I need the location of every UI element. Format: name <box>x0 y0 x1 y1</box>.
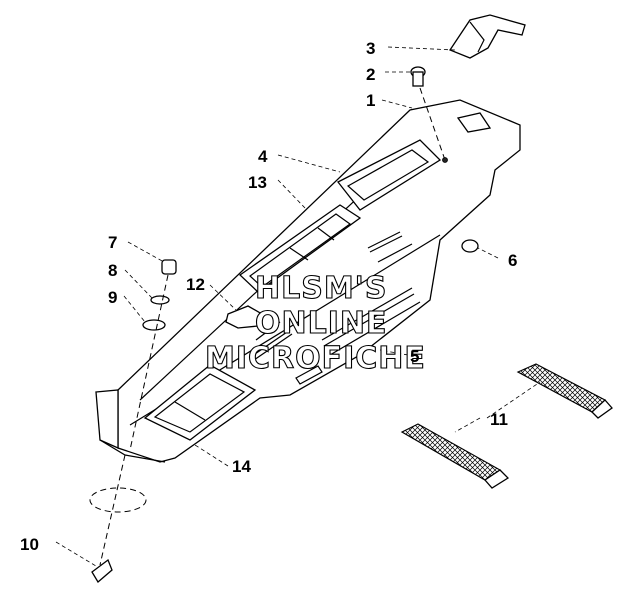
window-panel-lower <box>143 364 257 441</box>
traction-strips <box>400 363 613 489</box>
callout-labels: 3 2 1 4 13 7 6 8 12 9 5 11 14 10 <box>20 39 517 554</box>
skid-plate <box>95 99 521 463</box>
callout-10: 10 <box>20 535 39 554</box>
callout-6: 6 <box>508 251 517 270</box>
callout-13: 13 <box>248 173 267 192</box>
watermark-line-2: ONLINE <box>255 306 388 341</box>
callout-11: 11 <box>490 410 508 429</box>
bolt-part <box>89 454 147 583</box>
hardware-stack <box>129 259 177 451</box>
callout-4: 4 <box>258 147 268 166</box>
callout-12: 12 <box>186 275 205 294</box>
callout-3: 3 <box>366 39 375 58</box>
callout-9: 9 <box>108 288 117 307</box>
bracket-part <box>449 14 526 59</box>
watermark: HLSM'S ONLINE MICROFICHE <box>204 270 426 376</box>
slot-group <box>251 231 421 385</box>
bumper-part <box>225 305 263 329</box>
watermark-line-1: HLSM'S <box>255 271 387 306</box>
rivet-fastener <box>410 66 448 163</box>
callout-7: 7 <box>108 233 117 252</box>
callout-1: 1 <box>366 91 375 110</box>
window-panel-upper <box>337 139 442 211</box>
callout-14: 14 <box>232 457 251 476</box>
watermark-line-3: MICROFICHE <box>205 341 426 376</box>
leader-lines <box>55 46 541 567</box>
nut-part <box>461 239 479 253</box>
window-panel-middle <box>238 204 362 293</box>
callout-8: 8 <box>108 261 117 280</box>
callout-2: 2 <box>366 65 375 84</box>
callout-5: 5 <box>410 347 419 366</box>
